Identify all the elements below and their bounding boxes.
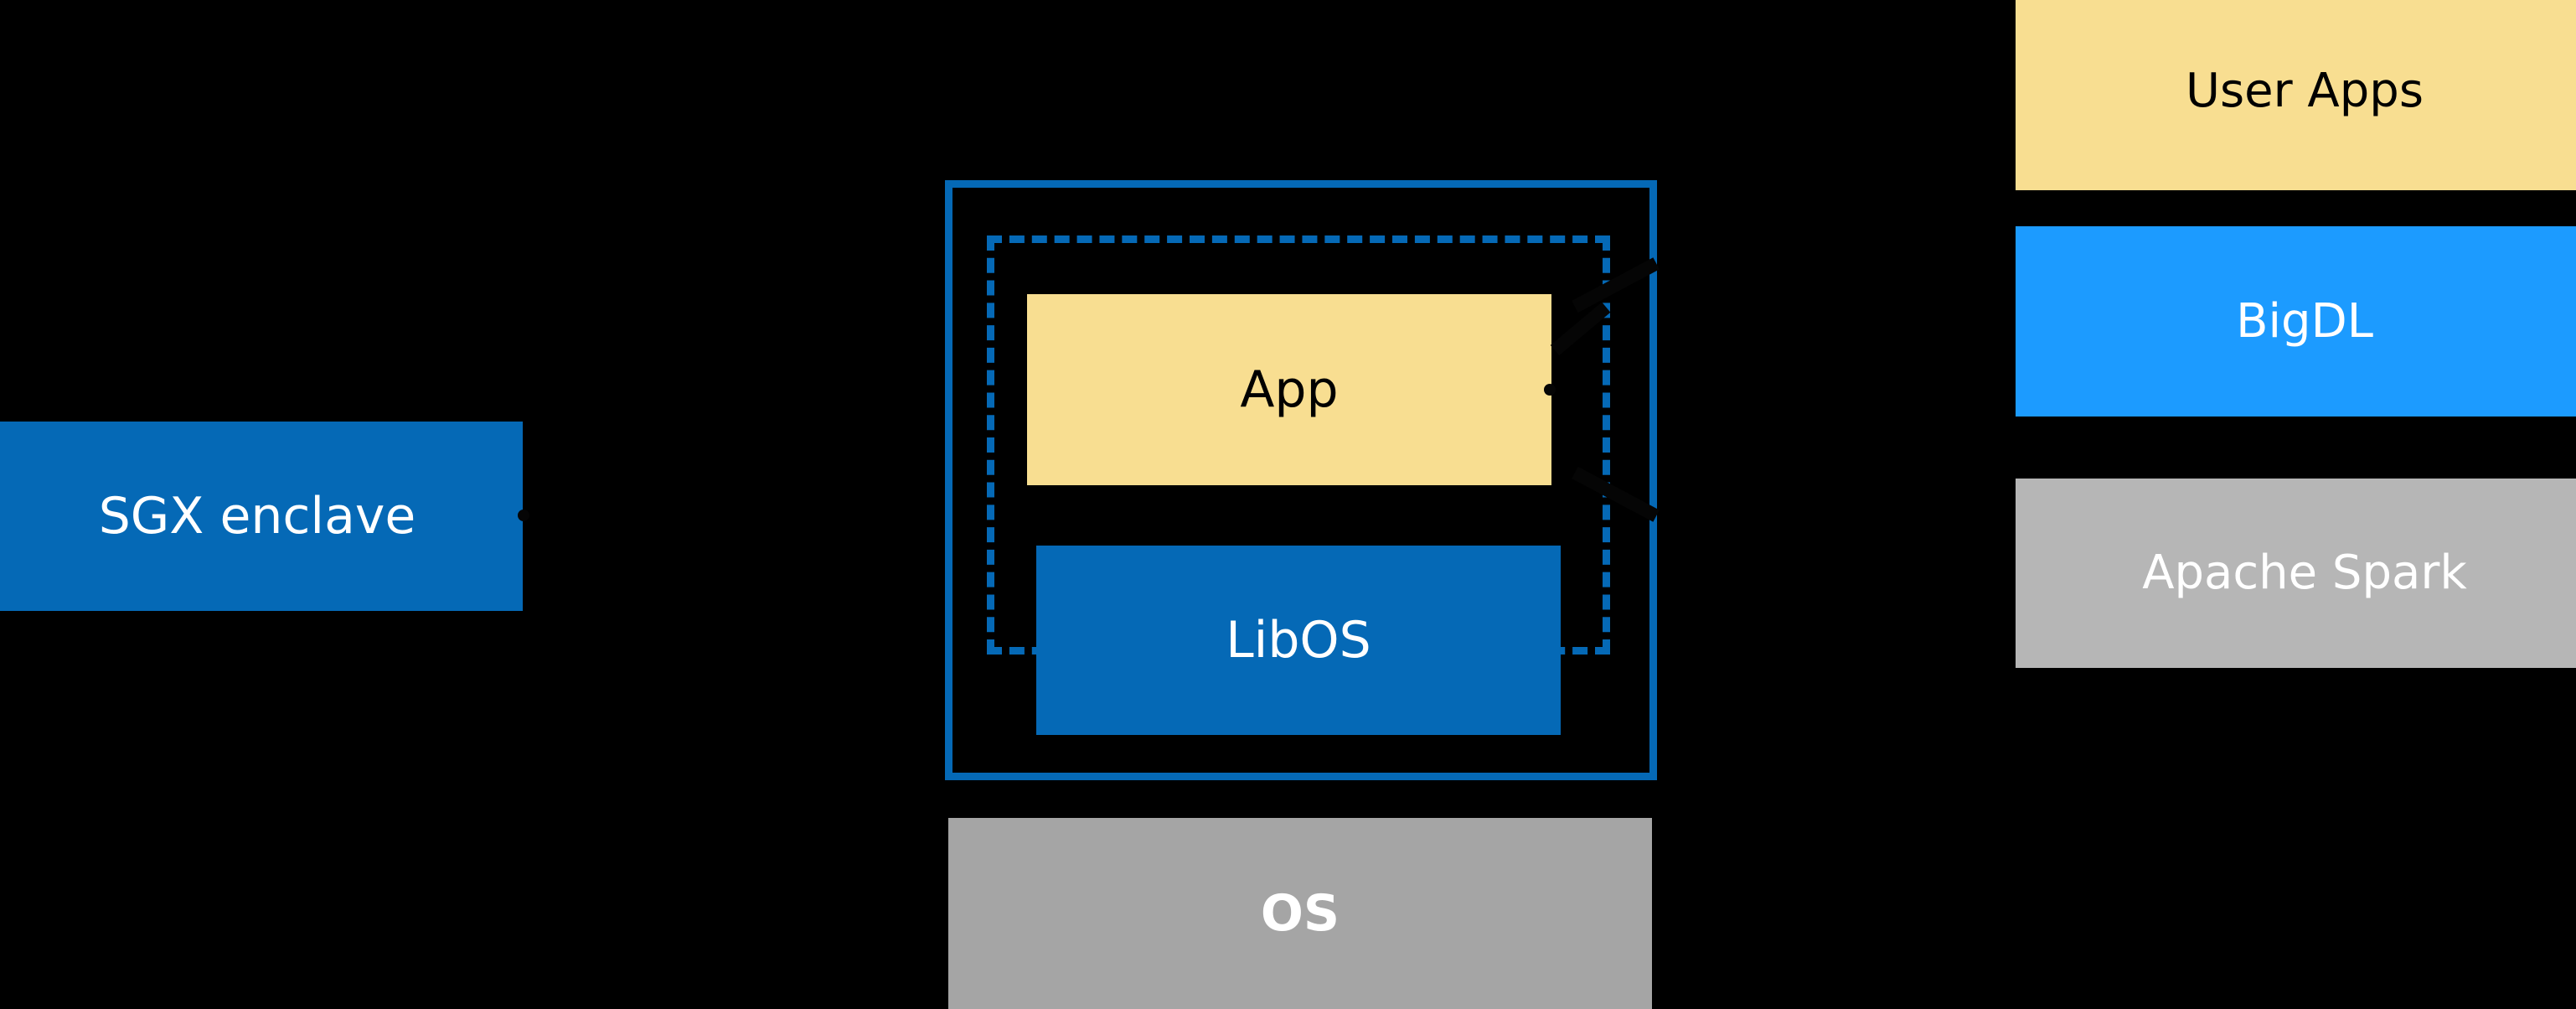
connector-dot-app — [1544, 384, 1556, 396]
node-sgx-enclave[interactable]: SGX enclave — [0, 422, 523, 611]
node-libos-label: LibOS — [1226, 611, 1371, 670]
connector-dot-sgx-enclave — [518, 510, 529, 521]
node-user-apps[interactable]: User Apps — [2016, 0, 2576, 190]
node-bigdl[interactable]: BigDL — [2016, 226, 2576, 417]
node-os[interactable]: OS — [948, 818, 1652, 1009]
node-app-label: App — [1240, 360, 1339, 419]
node-app[interactable]: App — [1027, 294, 1551, 485]
enclave-solid-boundary — [945, 180, 1657, 780]
node-sgx-enclave-label: SGX enclave — [98, 487, 416, 546]
node-apache-spark-label: Apache Spark — [2142, 546, 2467, 601]
node-bigdl-label: BigDL — [2236, 293, 2373, 349]
node-user-apps-label: User Apps — [2185, 63, 2424, 118]
node-libos[interactable]: LibOS — [1036, 546, 1561, 735]
node-os-label: OS — [1260, 884, 1340, 943]
node-apache-spark[interactable]: Apache Spark — [2016, 479, 2576, 668]
